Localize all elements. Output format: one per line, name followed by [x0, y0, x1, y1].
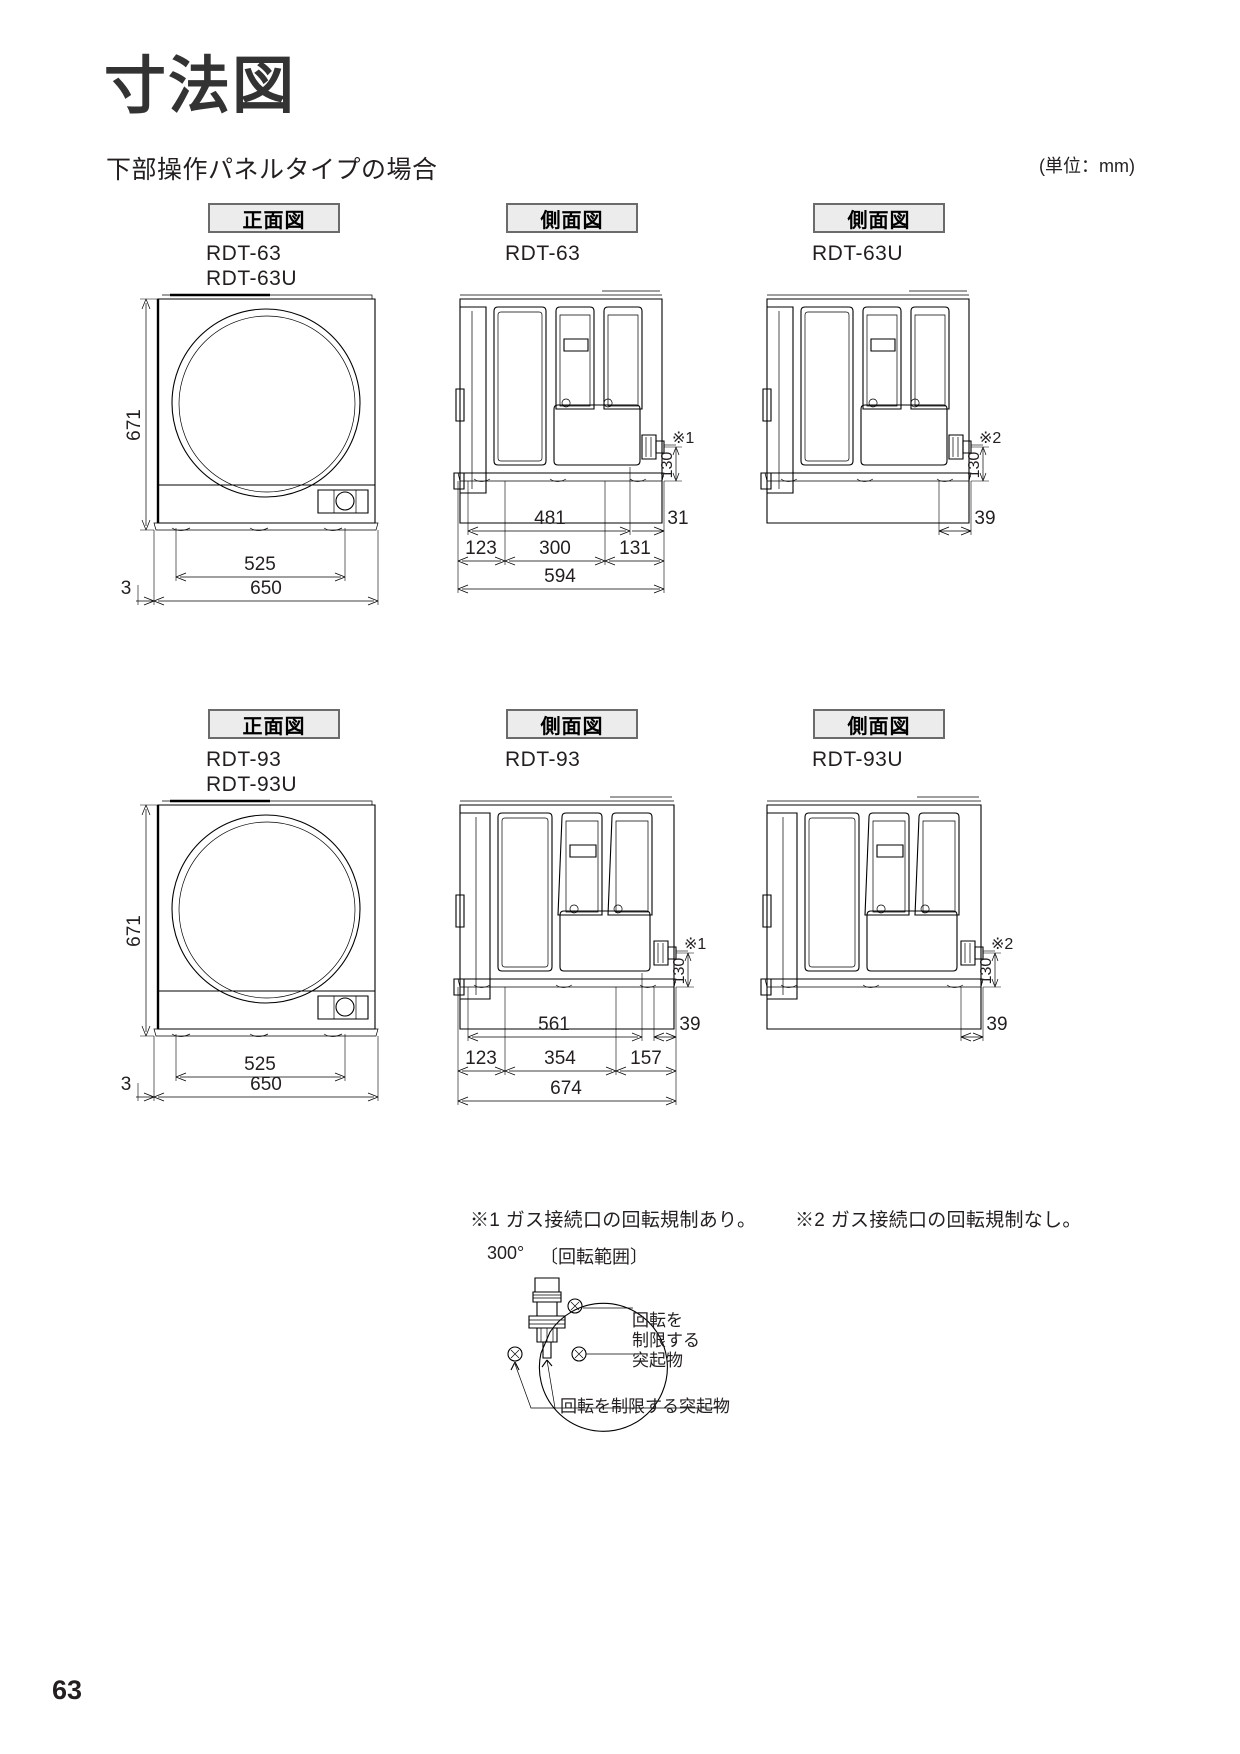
- dim-side-93u-right-small: 39: [986, 1014, 1007, 1035]
- dim-side-63-total: 594: [544, 566, 576, 587]
- dim-side-93u-vertical: 130: [978, 958, 995, 985]
- dim-side-93-c: 157: [630, 1048, 662, 1069]
- model-label-side-63u: RDT-63U: [812, 242, 904, 265]
- drawing-side-93: ※1 130 561 39 123 354 157: [450, 791, 750, 1151]
- unit-note: (単位：mm): [1039, 156, 1135, 176]
- dim-side-63-b: 300: [539, 538, 571, 559]
- dim-front-63-outer-width: 650: [250, 578, 282, 599]
- dim-side-63u-vertical: 130: [966, 452, 983, 479]
- drawing-front-63: 671 525 650 3: [110, 285, 420, 615]
- page-subtitle: 下部操作パネルタイプの場合: [106, 156, 438, 184]
- footnote-2: ※2 ガス接続口の回転規制なし。: [795, 1210, 1082, 1231]
- drawing-side-93u: ※2 130 39: [757, 791, 1057, 1121]
- drawing-side-63: ※1 130 481 31 123 300 131: [450, 285, 740, 635]
- view-chip-side-93u: 側面図: [813, 709, 945, 739]
- drawing-side-63u: ※2 130 39: [757, 285, 1047, 615]
- view-chip-side-63u: 側面図: [813, 203, 945, 233]
- model-label-front-63: RDT-63 RDT-63U: [206, 242, 298, 290]
- model-label-side-93: RDT-93: [505, 748, 581, 771]
- view-chip-front-93: 正面図: [208, 709, 340, 739]
- marker-side-93u: ※2: [991, 936, 1013, 953]
- dim-side-63-vertical: 130: [659, 452, 676, 479]
- dim-side-93-top: 561: [538, 1014, 570, 1035]
- model-label-front-93: RDT-93 RDT-93U: [206, 748, 298, 796]
- dim-side-63-right-small: 31: [667, 508, 688, 529]
- dim-side-63-c: 131: [619, 538, 651, 559]
- drawing-rotation-detail: [455, 1258, 775, 1438]
- dim-front-63-inner-width: 525: [244, 554, 276, 575]
- footnote-1: ※1 ガス接続口の回転規制あり。: [470, 1210, 757, 1231]
- page-number: 63: [52, 1675, 83, 1705]
- dim-side-93-vertical: 130: [671, 958, 688, 985]
- dim-front-93-inner-width: 525: [244, 1054, 276, 1075]
- model-label-side-63: RDT-63: [505, 242, 581, 265]
- detail-callout-right: 回転を 制限する 突起物: [632, 1311, 700, 1370]
- model-label-side-93u: RDT-93U: [812, 748, 904, 771]
- view-chip-front-63: 正面図: [208, 203, 340, 233]
- detail-callout-bottom: 回転を制限する突起物: [560, 1397, 730, 1416]
- dim-side-93-right-small: 39: [679, 1014, 700, 1035]
- marker-side-63: ※1: [672, 430, 694, 447]
- dim-front-63-height: 671: [124, 409, 145, 441]
- view-chip-side-93: 側面図: [506, 709, 638, 739]
- dim-side-93-a: 123: [465, 1048, 497, 1069]
- dim-side-63-top: 481: [534, 508, 566, 529]
- detail-range-label: 〔回転範囲〕: [540, 1247, 648, 1267]
- dim-side-63u-right-small: 39: [974, 508, 995, 529]
- detail-angle-label: 300°: [487, 1243, 525, 1263]
- marker-side-63u: ※2: [979, 430, 1001, 447]
- page-title: 寸法図: [104, 52, 297, 121]
- drawing-front-93: 671 525 650 3: [110, 791, 420, 1121]
- dim-front-63-offset: 3: [121, 578, 132, 599]
- dim-side-93-total: 674: [550, 1078, 582, 1099]
- dim-side-93-b: 354: [544, 1048, 576, 1069]
- dim-front-93-height: 671: [124, 915, 145, 947]
- marker-side-93: ※1: [684, 936, 706, 953]
- view-chip-side-63: 側面図: [506, 203, 638, 233]
- dim-front-93-offset: 3: [121, 1074, 132, 1095]
- dim-side-63-a: 123: [465, 538, 497, 559]
- dim-front-93-outer-width: 650: [250, 1074, 282, 1095]
